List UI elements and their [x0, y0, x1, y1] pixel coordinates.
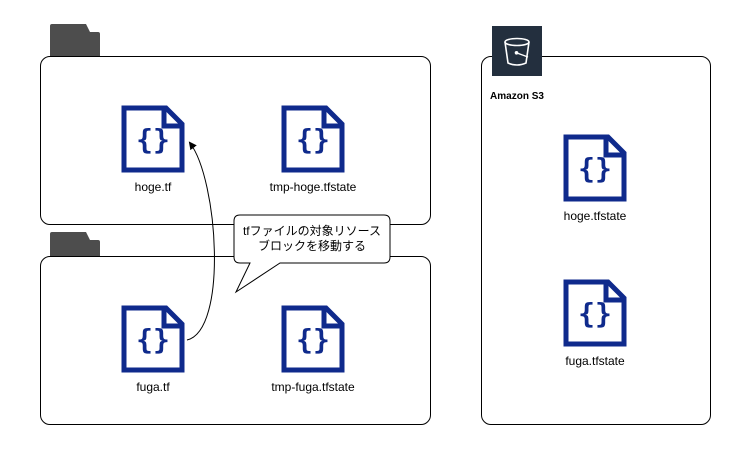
- terraform-file-icon: {}: [281, 105, 345, 173]
- s3-panel: [481, 56, 711, 425]
- file-label-tmp-hoge-tfstate: tmp-hoge.tfstate: [269, 180, 357, 194]
- svg-text:{}: {}: [136, 323, 170, 356]
- s3-label: Amazon S3: [490, 91, 544, 102]
- terraform-file-icon: {}: [121, 305, 185, 373]
- svg-text:{}: {}: [296, 123, 330, 156]
- file-label-hoge-tfstate: hoge.tfstate: [563, 209, 627, 223]
- terraform-file-icon: {}: [563, 279, 627, 347]
- file-label-hoge-tf: hoge.tf: [134, 180, 172, 194]
- terraform-file-icon: {}: [121, 105, 185, 173]
- svg-text:{}: {}: [296, 323, 330, 356]
- file-label-fuga-tfstate: fuga.tfstate: [565, 354, 625, 368]
- file-label-fuga-tf: fuga.tf: [136, 380, 170, 394]
- callout-text: tfファイルの対象リソース ブロックを移動する: [236, 224, 388, 254]
- svg-text:{}: {}: [136, 123, 170, 156]
- s3-bucket-icon: [492, 26, 542, 76]
- file-label-tmp-fuga-tfstate: tmp-fuga.tfstate: [271, 380, 355, 394]
- callout-line-2: ブロックを移動する: [257, 239, 366, 253]
- upper-folder-panel: [40, 56, 431, 225]
- terraform-file-icon: {}: [563, 134, 627, 202]
- terraform-file-icon: {}: [281, 305, 345, 373]
- lower-folder-panel: [40, 256, 431, 425]
- svg-text:{}: {}: [578, 297, 612, 330]
- svg-text:{}: {}: [578, 152, 612, 185]
- callout-line-1: tfファイルの対象リソース: [242, 224, 382, 238]
